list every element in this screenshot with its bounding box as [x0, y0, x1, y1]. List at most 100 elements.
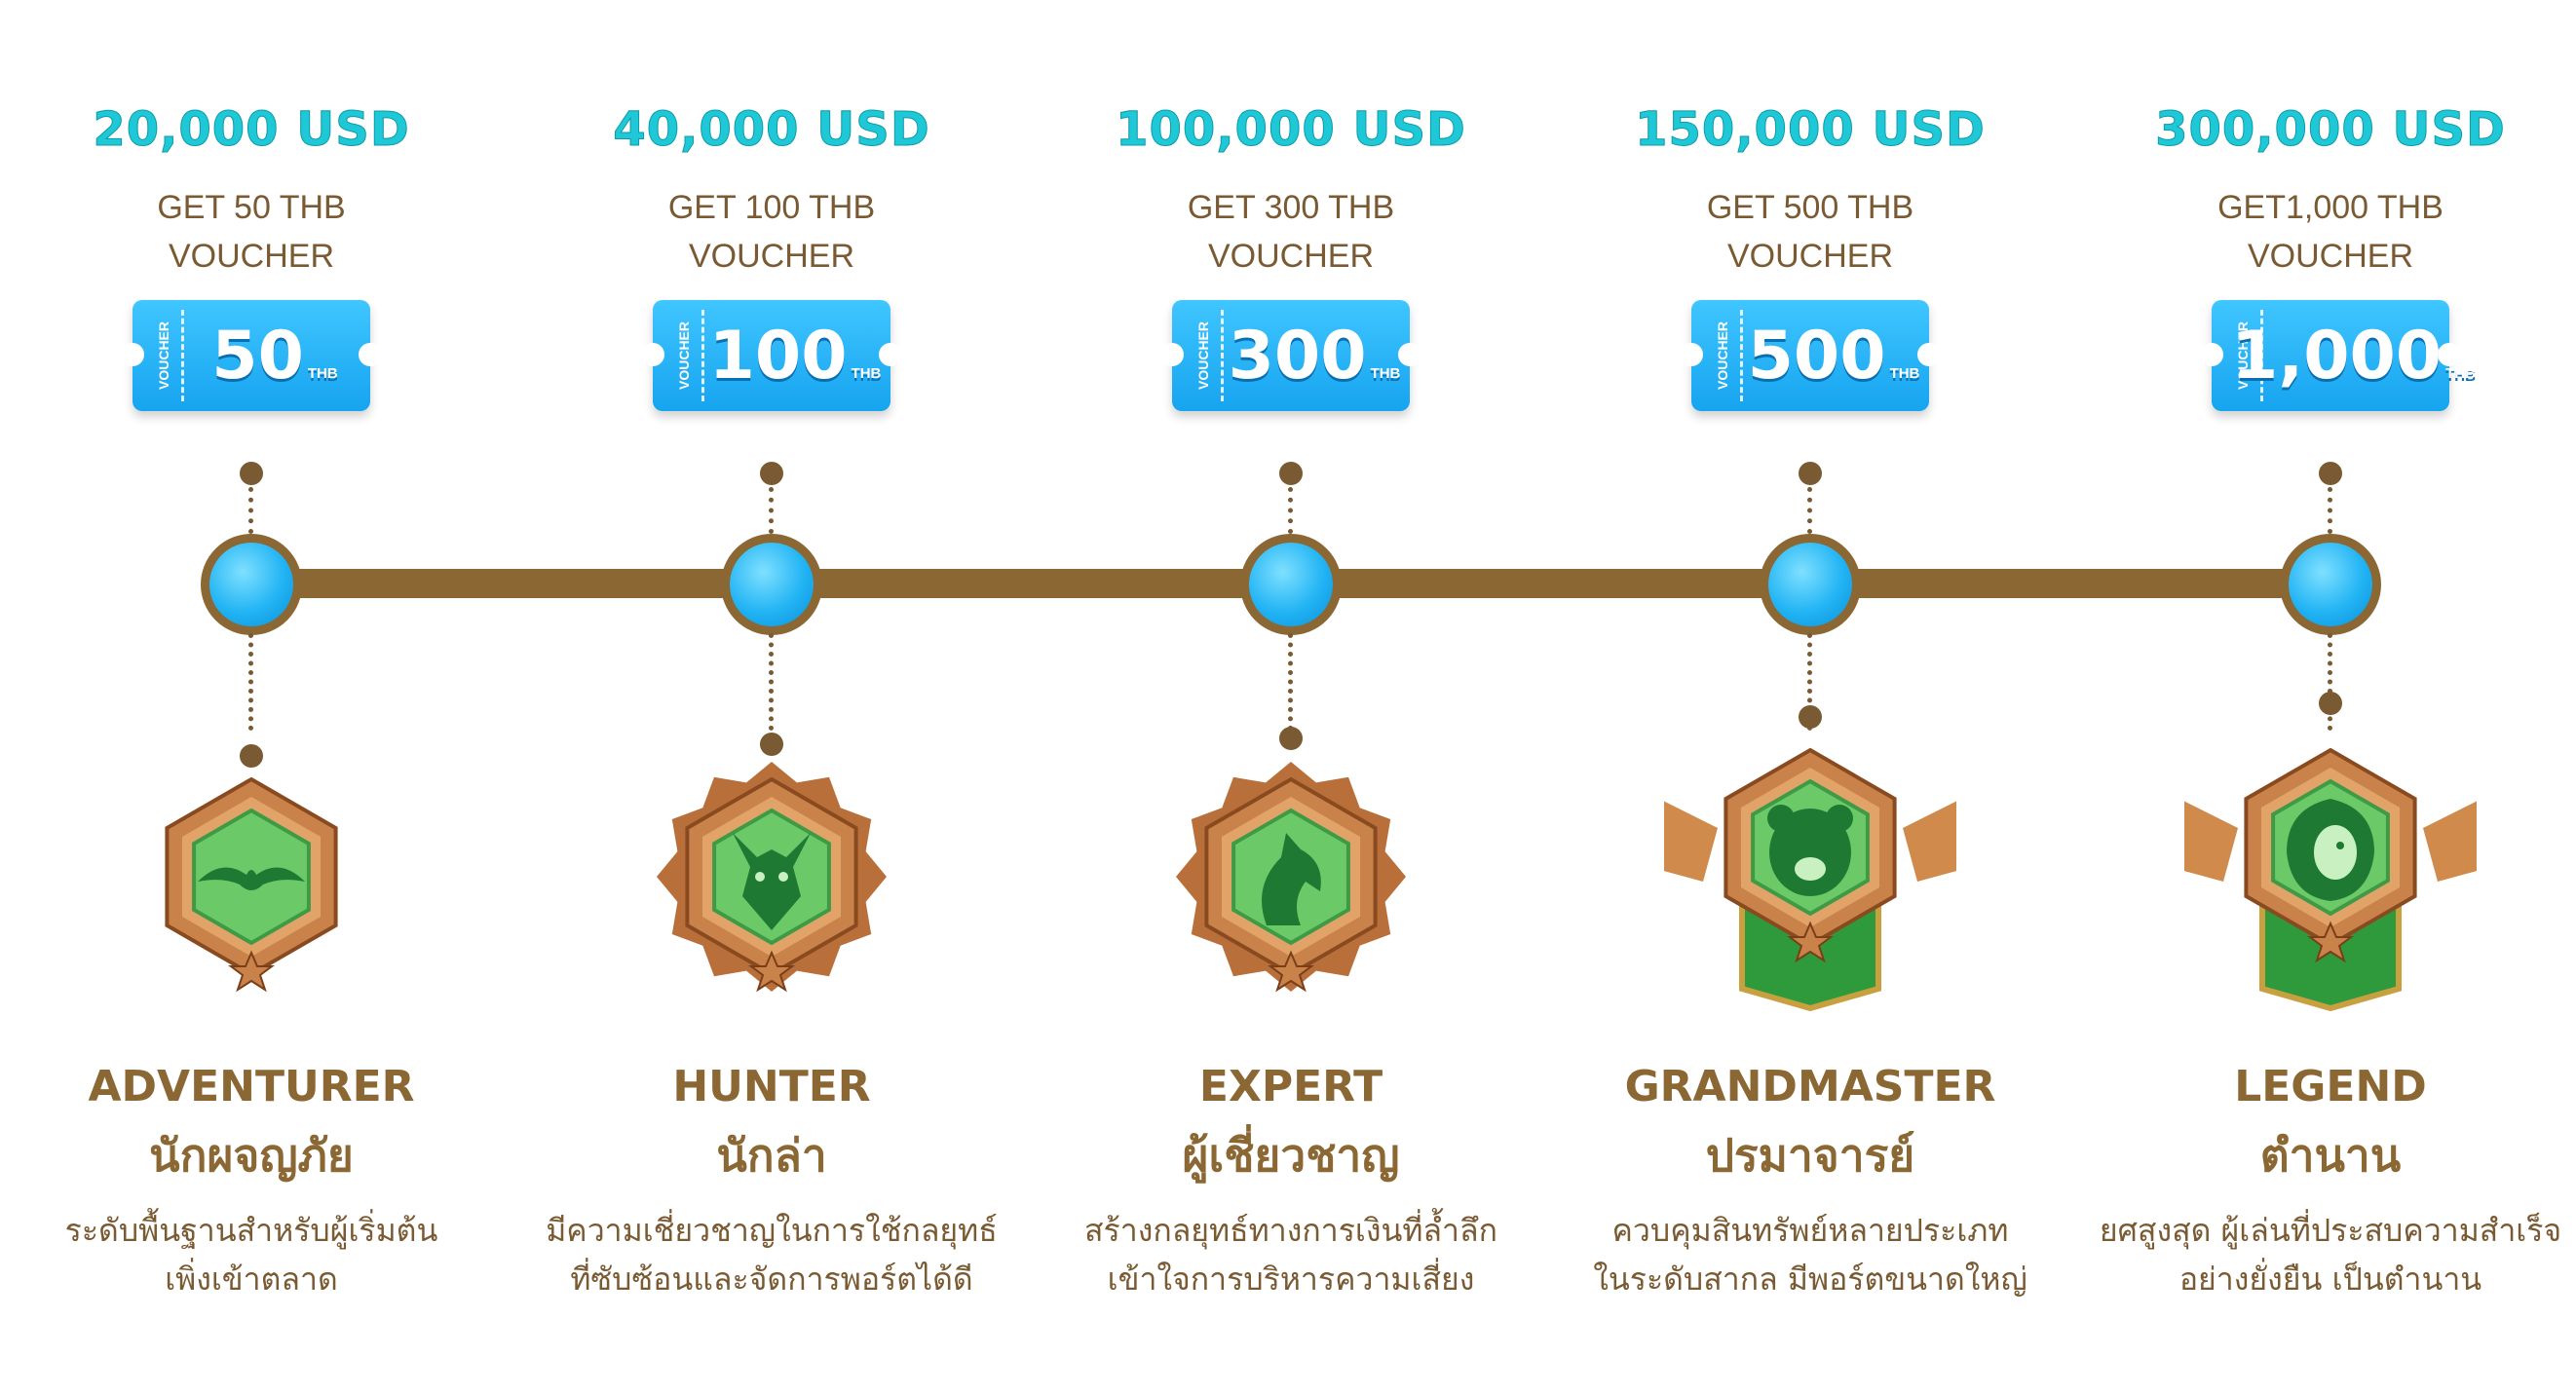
tier-reward-line1: GET1,000 THB	[2217, 189, 2443, 226]
connector-dot	[1799, 705, 1822, 729]
rank-title-th: นักผจญภัย	[149, 1129, 354, 1182]
rank-title-en: GRANDMASTER	[1624, 1062, 1996, 1111]
voucher-currency: THB	[1370, 365, 1401, 382]
rank-description-line1: มีความเชี่ยวชาญในการใช้กลยุทธ์	[546, 1212, 998, 1249]
voucher-stub: VOUCHER	[1705, 310, 1743, 401]
connector-dot	[2319, 462, 2342, 485]
rank-description: มีความเชี่ยวชาญในการใช้กลยุทธ์ที่ซับซ้อน…	[514, 1206, 1029, 1303]
rank-description-line2: เพิ่งเข้าตลาด	[165, 1261, 338, 1298]
rank-title-en: LEGEND	[2234, 1062, 2427, 1111]
voucher-stub-label: VOUCHER	[1195, 320, 1212, 391]
connector-line	[248, 487, 253, 534]
tier-price: 40,000 USD	[613, 102, 930, 158]
ticket-notch	[2438, 343, 2461, 366]
connector-dot	[760, 733, 783, 756]
rank-title-th: ตำนาน	[2259, 1129, 2402, 1182]
tier-reward-line1: GET 100 THB	[667, 189, 876, 226]
tier-reward: GET1,000 THB VOUCHER	[2073, 183, 2576, 281]
voucher-currency: THB	[2445, 365, 2476, 382]
rank-description-line2: อย่างยั่งยืน เป็นตำนาน	[2178, 1261, 2482, 1298]
connector-line	[769, 487, 774, 534]
wolf-icon	[733, 833, 811, 930]
rank-description-line1: สร้างกลยุทธ์ทางการเงินที่ล้ำลึก	[1084, 1212, 1497, 1249]
timeline-node	[201, 534, 302, 635]
tier-price: 100,000 USD	[1116, 102, 1466, 158]
tier-price: 150,000 USD	[1635, 102, 1986, 158]
connector-line	[1288, 633, 1293, 731]
timeline-node	[2280, 534, 2381, 635]
rank-title-th: ผู้เชี่ยวชาญ	[1182, 1129, 1400, 1182]
rank-description-line2: ในระดับสากล มีพอร์ตขนาดใหญ่	[1593, 1261, 2027, 1298]
voucher-amount-value: 1,000	[2232, 317, 2443, 395]
connector-line	[2328, 487, 2332, 534]
voucher-amount-value: 100	[708, 317, 848, 395]
voucher-amount-value: 50	[211, 317, 304, 395]
voucher-currency: THB	[1889, 365, 1920, 382]
horse-icon	[1262, 833, 1321, 925]
ticket-notch	[1917, 343, 1941, 366]
voucher-currency: THB	[851, 365, 882, 382]
connector-dot	[1279, 462, 1303, 485]
tier-price: 300,000 USD	[2155, 102, 2506, 158]
ticket-notch	[879, 343, 902, 366]
rank-description-line1: ระดับพื้นฐานสำหรับผู้เริ่มต้น	[64, 1212, 438, 1249]
connector-dot	[240, 744, 263, 768]
tier-price: 20,000 USD	[93, 102, 410, 158]
tier-reward-line1: GET 50 THB	[157, 189, 346, 226]
connector-line	[2328, 633, 2332, 731]
tier-reward-line2: VOUCHER	[1207, 238, 1375, 275]
connector-dot	[1799, 462, 1822, 485]
timeline-node	[1240, 534, 1342, 635]
lion-icon	[2287, 799, 2374, 901]
timeline-node	[721, 534, 822, 635]
connector-line	[1288, 487, 1293, 534]
rank-title-en: EXPERT	[1198, 1062, 1383, 1111]
rank-badge	[625, 750, 918, 1042]
rank-badge	[2165, 721, 2496, 1013]
voucher-stub-label: VOUCHER	[156, 320, 172, 391]
rank-description: สร้างกลยุทธ์ทางการเงินที่ล้ำลึกเข้าใจการ…	[1034, 1206, 1548, 1303]
voucher-stub-label: VOUCHER	[676, 320, 693, 391]
connector-line	[248, 633, 253, 731]
rank-description: ควบคุมสินทรัพย์หลายประเภทในระดับสากล มีพ…	[1553, 1206, 2067, 1303]
tier-reward-line2: VOUCHER	[1726, 238, 1894, 275]
voucher-stub: VOUCHER	[666, 310, 704, 401]
connector-dot	[1279, 727, 1303, 750]
ticket-notch	[2200, 343, 2223, 366]
rank-description: ยศสูงสุด ผู้เล่นที่ประสบความสำเร็จอย่างย…	[2073, 1206, 2576, 1303]
rank-title-en: ADVENTURER	[88, 1062, 415, 1111]
connector-line	[769, 633, 774, 731]
rank-badge	[1145, 750, 1437, 1042]
rank-description-line1: ยศสูงสุด ผู้เล่นที่ประสบความสำเร็จ	[2099, 1212, 2562, 1249]
voucher-stub: VOUCHER	[1186, 310, 1224, 401]
rank-badge	[1645, 721, 1976, 1013]
voucher-currency: THB	[307, 365, 338, 382]
voucher-amount-value: 500	[1747, 317, 1886, 395]
tier-reward-line2: VOUCHER	[2247, 238, 2414, 275]
ticket-notch	[121, 343, 144, 366]
voucher-stub: VOUCHER	[146, 310, 184, 401]
voucher-stub-label: VOUCHER	[1715, 320, 1731, 391]
connector-line	[1807, 487, 1812, 534]
connector-dot	[240, 462, 263, 485]
rank-description-line2: เข้าใจการบริหารความเสี่ยง	[1107, 1261, 1475, 1298]
rank-title-en: HUNTER	[672, 1062, 871, 1111]
connector-dot	[2319, 692, 2342, 715]
ticket-notch	[641, 343, 664, 366]
